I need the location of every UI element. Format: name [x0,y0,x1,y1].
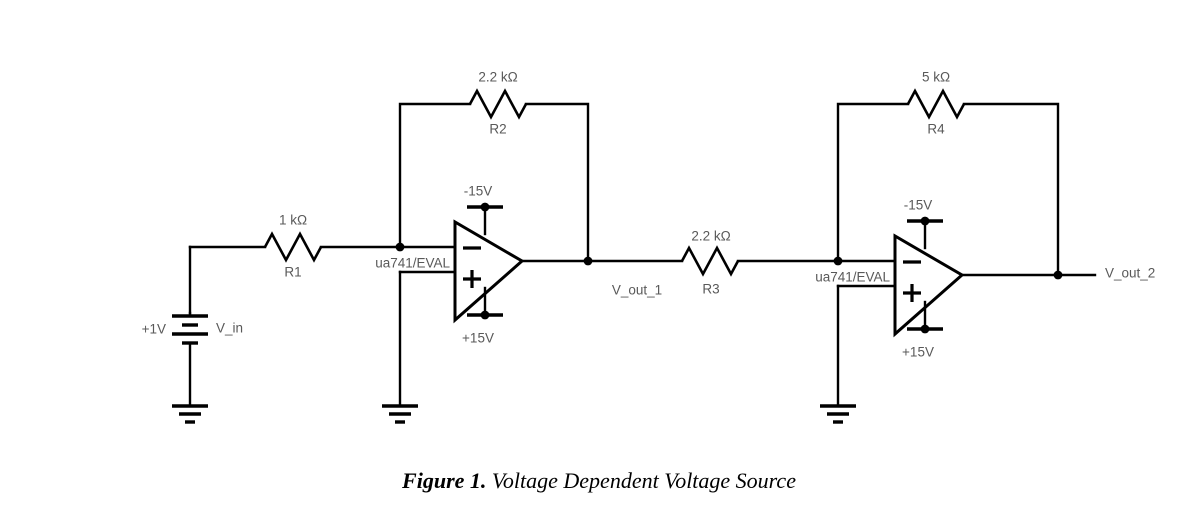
net-v-out-1: V_out_1 [520,256,662,298]
resistor-r1: 1 kΩ R1 [188,213,402,280]
r3-zigzag [680,245,740,277]
r2-right-path [524,102,590,262]
v-out-2-label: V_out_2 [1105,266,1155,281]
r2-value-label: 2.2 kΩ [478,70,517,85]
r1-ref-label: R1 [284,265,301,280]
u1-pos-supply-dot [480,310,490,320]
figure-caption-label: Figure 1. [402,468,487,493]
vin-voltage-label: +1V [142,322,166,337]
opamp-u2: -15V +15V ua741/EVAL [815,198,965,360]
ground-symbol-vin [172,404,208,424]
r3-ref-label: R3 [702,282,719,297]
u2-noninverting-ground-branch [820,284,897,424]
r1-zigzag [263,231,323,263]
u1-part-label: ua741/EVAL [375,256,450,271]
u2-pos-supply-label: +15V [902,345,934,360]
resistor-r2-feedback: 2.2 kΩ R2 [398,70,590,262]
figure-caption: Figure 1. Voltage Dependent Voltage Sour… [0,468,1198,494]
u1-noninverting-ground-branch [382,270,457,424]
r1-value-label: 1 kΩ [279,213,307,228]
resistor-r3: 2.2 kΩ R3 [586,229,840,297]
r2-zigzag [468,88,528,120]
r4-left-path [836,102,910,263]
figure-caption-title-text: Voltage Dependent Voltage Source [491,468,796,493]
u2-pos-supply-dot [920,324,930,334]
u1-neg-supply-dot [480,202,490,212]
v-out-2-node-dot [1053,270,1063,280]
circuit-schematic: +1V V_in 1 kΩ R1 2.2 kΩ R2 [142,70,1155,424]
u2-neg-supply-label: -15V [904,198,933,213]
u2-triangle-body [893,233,965,338]
v-out-1-label: V_out_1 [612,283,662,298]
vin-name-label: V_in [216,321,243,336]
r3-value-label: 2.2 kΩ [691,229,730,244]
u1-triangle-body [453,219,525,324]
figure-caption-title: Voltage Dependent Voltage Source [486,468,796,493]
voltage-source-vin: +1V V_in [142,245,243,407]
u2-neg-supply-dot [920,216,930,226]
r2-left-path [398,102,472,249]
r4-ref-label: R4 [927,122,945,137]
net-v-out-2: V_out_2 [960,266,1155,281]
r2-ref-label: R2 [489,122,506,137]
resistor-r4-feedback: 5 kΩ R4 [836,70,1060,274]
u1-neg-supply-label: -15V [464,184,493,199]
r4-right-path [962,102,1060,274]
r4-zigzag [906,88,966,120]
opamp-u1: -15V +15V ua741/EVAL [375,184,525,346]
u2-part-label: ua741/EVAL [815,270,890,285]
r4-value-label: 5 kΩ [922,70,950,85]
u1-pos-supply-label: +15V [462,331,494,346]
